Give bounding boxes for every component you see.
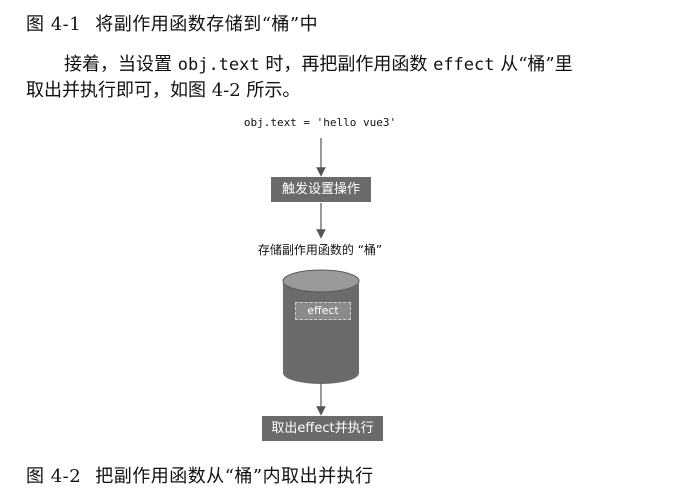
paragraph-text: 接着，当设置 <box>64 54 178 75</box>
figure-number: 图 4-1 <box>26 14 82 35</box>
figure-number: 图 4-2 <box>26 466 82 487</box>
figure-caption-4-2: 图 4-2 把副作用函数从“桶”内取出并执行 <box>26 462 374 488</box>
body-paragraph: 接着，当设置 obj.text 时，再把副作用函数 effect 从“桶”里 取… <box>26 52 656 104</box>
inline-code-effect: effect <box>433 55 495 75</box>
bucket-effect-item: effect <box>295 302 351 320</box>
paragraph-line-2: 取出并执行即可，如图 4-2 所示。 <box>26 80 301 101</box>
bucket-cylinder <box>282 269 360 384</box>
figure-title: 把副作用函数从“桶”内取出并执行 <box>95 466 374 487</box>
code-assignment-label: obj.text = 'hello vue3' <box>243 116 397 129</box>
paragraph-line-1: 接着，当设置 obj.text 时，再把副作用函数 effect 从“桶”里 <box>26 52 656 78</box>
figure-caption-4-1: 图 4-1 将副作用函数存储到“桶”中 <box>26 10 318 36</box>
paragraph-text: 从“桶”里 <box>494 54 573 75</box>
take-out-execute-box: 取出effect并执行 <box>262 416 383 441</box>
paragraph-text: 时，再把副作用函数 <box>259 54 434 75</box>
trigger-set-operation-box: 触发设置操作 <box>271 177 371 202</box>
bucket-label: 存储副作用函数的 “桶” <box>257 243 383 257</box>
figure-title: 将副作用函数存储到“桶”中 <box>95 14 319 35</box>
inline-code-obj-text: obj.text <box>177 55 260 75</box>
